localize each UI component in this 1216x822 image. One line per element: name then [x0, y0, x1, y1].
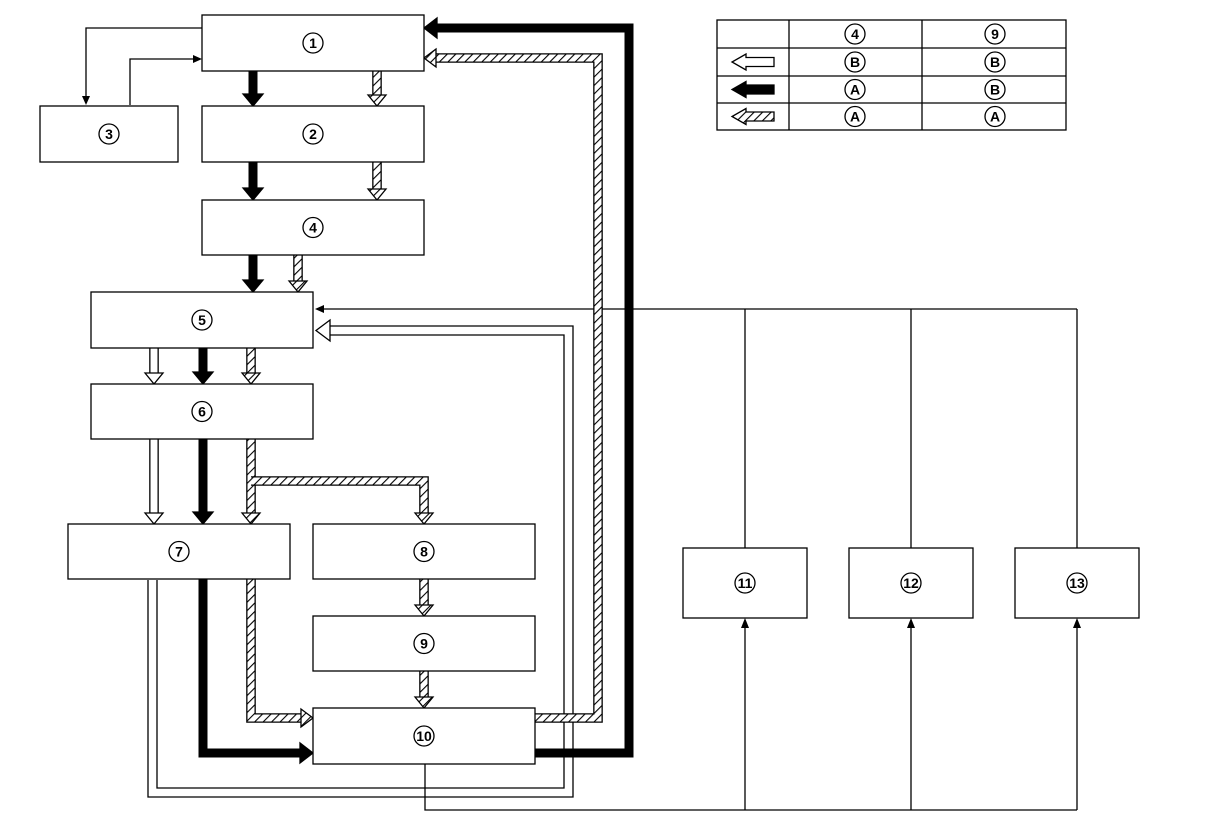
box-10: 10 [312, 707, 536, 765]
legend-cell-hollow-1-text: B [850, 54, 860, 70]
line-10-bottom-bus [424, 764, 1077, 811]
arrow-4-to-5-hatched [287, 255, 309, 294]
arrow-2-to-4-solid [241, 162, 265, 202]
line-7-to-5-inner [156, 334, 565, 789]
box-7: 7 [67, 523, 291, 580]
box-11-number-text: 11 [738, 575, 753, 591]
arrow-10-to-1-hatched [422, 47, 603, 723]
box-9-number-text: 9 [420, 636, 428, 652]
line-3-to-1 [129, 58, 194, 105]
arrow-6-to-8-hatched [251, 476, 435, 526]
box-3-number-text: 3 [105, 126, 113, 142]
box-2: 2 [201, 105, 425, 163]
legend-header-4-text: 4 [851, 26, 859, 42]
legend-cell-hatched-1: A [844, 105, 866, 128]
arrow-7-to-10-hatched [246, 579, 315, 729]
box-4-number: 4 [302, 216, 324, 239]
box-12: 12 [848, 547, 974, 619]
box-1-number: 1 [302, 32, 324, 54]
legend-cell-hatched-2-text: A [990, 109, 1000, 125]
legend-cell-hollow-2: B [984, 51, 1006, 73]
arrow-4-to-5-solid [241, 255, 265, 294]
box-11: 11 [682, 547, 808, 619]
arrow-1-to-2-solid [241, 71, 265, 108]
box-4: 4 [201, 199, 425, 256]
arrow-1-to-2-hatched [366, 71, 388, 108]
legend-cell-solid-1: A [844, 78, 866, 101]
box-2-number: 2 [302, 123, 324, 145]
box-5-number: 5 [191, 309, 213, 331]
box-10-number-text: 10 [416, 728, 432, 744]
thin-connectors [82, 27, 1081, 811]
box-9: 9 [312, 615, 536, 672]
arrow-10-to-1-solid [422, 16, 634, 758]
box-4-number-text: 4 [309, 220, 317, 236]
legend-arrow-hatched [730, 107, 775, 126]
arrow-5-to-6-solid [191, 348, 215, 386]
box-1: 1 [201, 14, 425, 72]
legend-header-9: 9 [984, 23, 1006, 45]
box-8: 8 [312, 523, 536, 580]
box-8-number: 8 [413, 540, 435, 563]
legend-cell-hatched-1-text: A [850, 109, 860, 125]
line-1-to-3 [85, 27, 202, 98]
box-12-number: 12 [900, 572, 922, 594]
box-7-number: 7 [168, 540, 190, 563]
legend-cell-solid-2: B [984, 78, 1006, 101]
box-13-number: 13 [1066, 572, 1088, 594]
box-1-number-text: 1 [309, 35, 317, 51]
box-5: 5 [90, 291, 314, 349]
legend-arrow-hollow [730, 52, 775, 72]
arrow-6-to-7-solid [191, 439, 215, 526]
legend-cell-solid-2-text: B [990, 82, 1000, 98]
legend-header-9-text: 9 [991, 26, 999, 42]
box-2-number-text: 2 [309, 126, 317, 142]
legend-header-4: 4 [844, 23, 866, 45]
hollow-arrowhead-into-5 [314, 318, 331, 343]
arrow-5-to-6-hollow [143, 348, 165, 386]
box-3: 3 [39, 105, 179, 163]
box-11-number: 11 [734, 572, 756, 594]
arrow-6-to-7-hatched [240, 439, 262, 526]
box-3-number: 3 [98, 123, 120, 145]
arrow-5-to-6-hatched [240, 348, 262, 386]
box-8-number-text: 8 [420, 544, 428, 560]
box-13-number-text: 13 [1069, 575, 1085, 591]
flow-arrows [143, 16, 634, 765]
box-10-number: 10 [413, 725, 435, 747]
arrow-7-to-10-solid [198, 579, 315, 765]
box-6-number: 6 [191, 400, 213, 423]
box-12-number-text: 12 [903, 575, 919, 591]
line-7-to-5-outer [147, 325, 574, 798]
arrow-8-to-9-hatched [413, 579, 435, 618]
arrow-9-to-10-hatched [413, 671, 435, 710]
arrow-2-to-4-hatched [366, 162, 388, 202]
box-6: 6 [90, 383, 314, 440]
legend-cell-solid-1-text: A [850, 82, 860, 98]
legend-arrow-solid [730, 80, 775, 99]
box-9-number: 9 [413, 632, 435, 655]
box-13: 13 [1014, 547, 1140, 619]
box-5-number-text: 5 [198, 312, 206, 328]
box-7-number-text: 7 [175, 544, 183, 560]
legend-cell-hollow-1: B [844, 51, 866, 73]
box-6-number-text: 6 [198, 404, 206, 420]
legend-cell-hollow-2-text: B [990, 54, 1000, 70]
arrow-6-to-7-hollow [143, 439, 165, 526]
legend-cell-hatched-2: A [984, 105, 1006, 128]
